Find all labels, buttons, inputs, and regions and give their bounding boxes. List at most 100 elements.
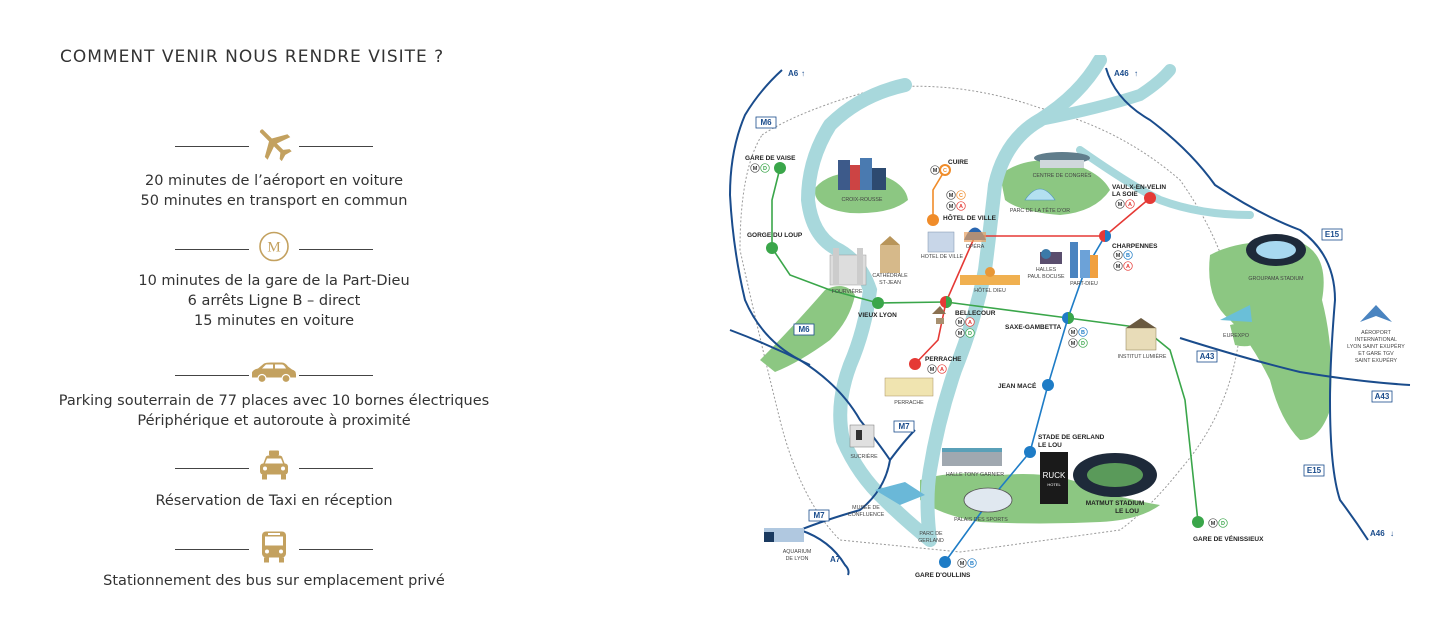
road-a46-top-label: A46 — [1114, 69, 1129, 78]
part-dieu-building-icon — [1070, 242, 1098, 278]
halle-tony-building-icon — [942, 448, 1002, 466]
opera-building-icon — [964, 227, 986, 242]
svg-text:A43: A43 — [1375, 392, 1390, 401]
svg-text:M: M — [960, 561, 965, 567]
svg-text:M: M — [949, 204, 954, 210]
station-charpennes: CHARPENNES — [1112, 243, 1158, 250]
rivers — [800, 55, 1254, 547]
metro-icon-letter: M — [267, 240, 280, 256]
road-e15-low-label: E15 — [1303, 464, 1325, 477]
svg-text:CATHÉDRALE: CATHÉDRALE — [872, 272, 908, 279]
palais-sports-icon — [963, 487, 1013, 513]
sucriere-building-icon — [849, 424, 875, 448]
svg-text:SUCRIÈRE: SUCRIÈRE — [850, 453, 878, 460]
city-boundary — [739, 85, 1241, 553]
taxi-divider — [175, 448, 373, 488]
parking-line-2: Périphérique et autoroute à proximité — [137, 413, 411, 429]
svg-text:C: C — [943, 168, 947, 174]
svg-text:ST-JEAN: ST-JEAN — [879, 280, 901, 286]
airport-divider — [175, 126, 373, 166]
bus-line-1: Stationnement des bus sur emplacement pr… — [103, 573, 445, 589]
svg-text:INSTITUT LUMIÈRE: INSTITUT LUMIÈRE — [1118, 353, 1167, 360]
airport-line-1: 20 minutes de l’aéroport en voiture — [144, 173, 404, 189]
road-m7-low-label: M7 — [808, 509, 830, 522]
svg-text:E15: E15 — [1307, 466, 1322, 475]
road-a43-label: A43 — [1196, 350, 1218, 363]
airplane-icon — [254, 124, 294, 169]
station-vaulx-1: VAULX-EN-VELIN — [1112, 184, 1166, 191]
metro-line-3: 15 minutes en voiture — [193, 313, 354, 329]
ruck-hotel-icon: RUCK HOTEL — [1040, 452, 1068, 504]
road-a46-bottom-label: A46 — [1370, 529, 1385, 538]
svg-text:EUREXPO: EUREXPO — [1223, 333, 1249, 339]
svg-text:PARC DE LA TÊTE D’OR: PARC DE LA TÊTE D’OR — [1010, 206, 1070, 214]
svg-text:D: D — [1081, 341, 1085, 347]
car-icon — [249, 361, 299, 390]
metro-icon: M — [258, 231, 290, 268]
eurexpo-building-icon — [1220, 305, 1252, 322]
croix-rousse-building-icon — [838, 158, 886, 190]
taxi-icon — [257, 450, 291, 487]
svg-text:RUCK: RUCK — [1043, 471, 1066, 480]
svg-text:CROIX-ROUSSE: CROIX-ROUSSE — [842, 197, 883, 203]
road-a6-label: A6 — [788, 69, 799, 78]
road-e15-top-label: E15 — [1321, 228, 1343, 241]
svg-text:D: D — [1221, 521, 1225, 527]
parking-divider — [175, 355, 373, 395]
metro-line-2: 6 arrêts Ligne B – direct — [187, 293, 361, 309]
station-gare-oullins: GARE D'OULLINS — [915, 572, 971, 579]
svg-text:FOURVIÈRE: FOURVIÈRE — [832, 288, 863, 295]
station-hotel-ville: HÔTEL DE VILLE — [943, 213, 997, 222]
svg-text:HOTEL DE VILLE: HOTEL DE VILLE — [921, 254, 964, 260]
station-vaulx-2: LA SOIE — [1112, 191, 1138, 198]
matmut-stadium-icon — [1073, 453, 1157, 497]
metro-line-1: 10 minutes de la gare de la Part-Dieu — [138, 273, 410, 289]
halles-building-icon — [1040, 249, 1062, 264]
musee-confluence-building-icon — [875, 482, 925, 505]
station-cuire: CUIRE — [948, 159, 969, 166]
svg-text:PART-DIEU: PART-DIEU — [1070, 281, 1098, 287]
access-info-panel: COMMENT VENIR NOUS RENDRE VISITE ? 20 mi… — [0, 0, 548, 622]
road-m6-top-label: M6 — [755, 116, 777, 129]
svg-text:↓: ↓ — [1390, 529, 1394, 538]
svg-text:M7: M7 — [898, 422, 910, 431]
landmark-labels: CROIX-ROUSSE FOURVIÈRE CATHÉDRALE ST-JEA… — [783, 172, 1406, 562]
station-vieux-lyon: VIEUX LYON — [858, 312, 897, 319]
svg-text:A43: A43 — [1200, 352, 1215, 361]
road-m6-mid-label: M6 — [793, 323, 815, 336]
svg-text:M: M — [949, 193, 954, 199]
svg-text:AQUARIUM: AQUARIUM — [783, 549, 812, 555]
cathedrale-building-icon — [880, 236, 900, 273]
svg-text:PARC DE: PARC DE — [919, 531, 943, 537]
airport-info: 20 minutes de l’aéroport en voiture 50 m… — [0, 171, 548, 211]
svg-text:GROUPAMA STADIUM: GROUPAMA STADIUM — [1248, 276, 1303, 282]
taxi-info: Réservation de Taxi en réception — [0, 491, 548, 511]
hotel-dieu-building-icon — [960, 267, 1020, 285]
road-m7-mid-label: M7 — [893, 420, 915, 433]
svg-text:GERLAND: GERLAND — [918, 538, 944, 544]
svg-text:DE LYON: DE LYON — [786, 556, 809, 562]
svg-text:M: M — [1211, 521, 1216, 527]
svg-text:PERRACHE: PERRACHE — [894, 400, 924, 406]
svg-text:M7: M7 — [813, 511, 825, 520]
station-gorge-loup: GORGE DU LOUP — [747, 232, 803, 239]
svg-text:INTERNATIONAL: INTERNATIONAL — [1355, 337, 1397, 343]
svg-text:↑: ↑ — [801, 69, 805, 78]
svg-text:HALLE TONY GARNIER: HALLE TONY GARNIER — [946, 472, 1004, 478]
svg-text:HOTEL: HOTEL — [1047, 482, 1061, 487]
svg-text:LYON SAINT EXUPÉRY: LYON SAINT EXUPÉRY — [1347, 343, 1405, 350]
svg-text:M: M — [1071, 330, 1076, 336]
parking-info: Parking souterrain de 77 places avec 10 … — [0, 391, 548, 431]
bus-info: Stationnement des bus sur emplacement pr… — [0, 571, 548, 591]
svg-text:PALAIS DES SPORTS: PALAIS DES SPORTS — [954, 517, 1008, 523]
svg-text:M6: M6 — [798, 325, 810, 334]
svg-text:A: A — [959, 204, 963, 210]
svg-text:B: B — [1081, 330, 1085, 336]
institut-lumiere-building-icon — [1125, 318, 1157, 351]
